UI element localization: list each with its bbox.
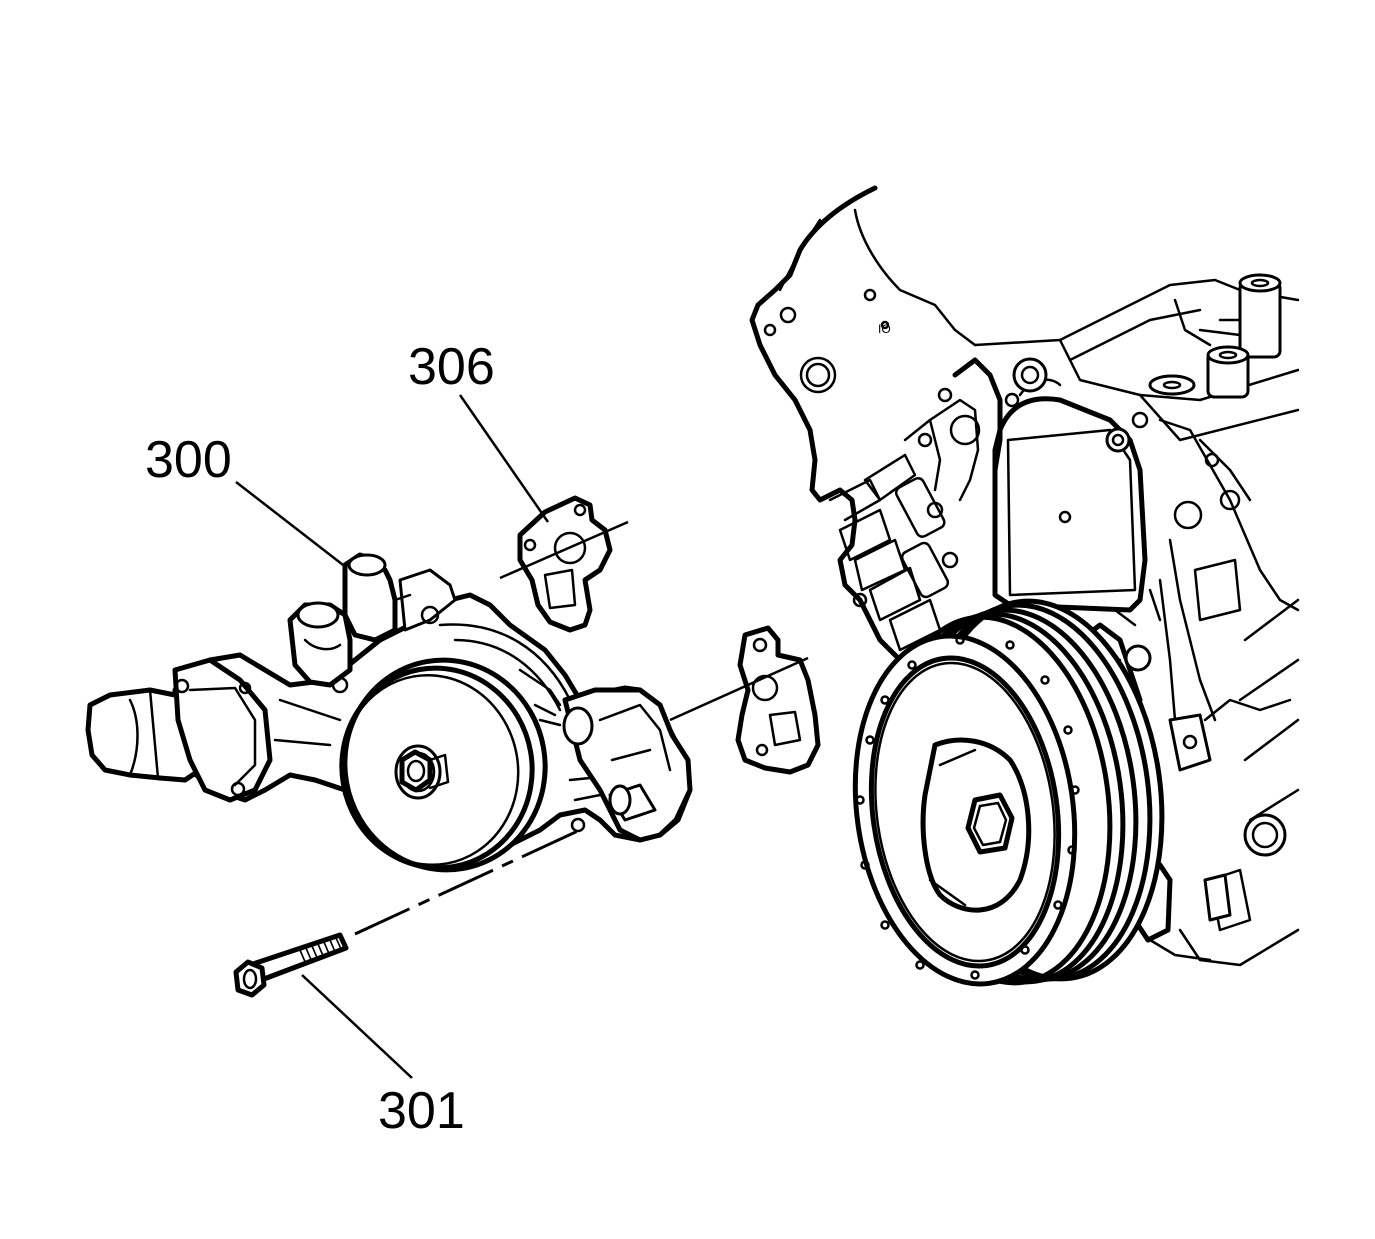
bolt — [233, 932, 349, 998]
gasket-lower — [735, 625, 821, 775]
engine-front-cover: IO — [749, 185, 977, 673]
crankshaft-balancer-pulley — [852, 598, 1165, 987]
gasket-upper — [517, 495, 613, 633]
callout-300: 300 — [145, 431, 232, 489]
leader-lines — [235, 394, 550, 1079]
cover-mark: IO — [878, 322, 891, 336]
callout-301: 301 — [378, 1082, 465, 1140]
water-pump — [85, 552, 693, 873]
callout-306: 306 — [408, 338, 495, 396]
alignment-lines — [354, 520, 809, 936]
